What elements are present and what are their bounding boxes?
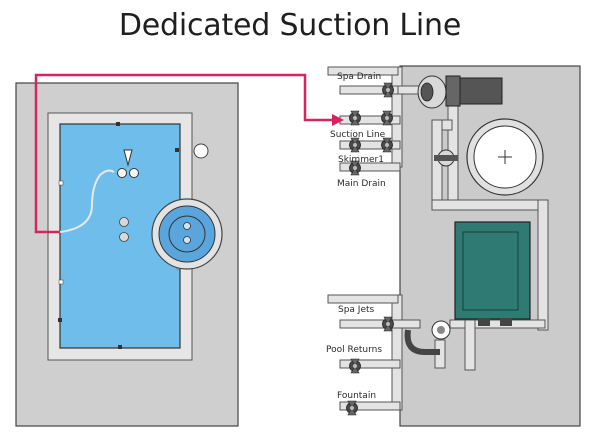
dedicated-suction-line [34,73,344,234]
pump-icon [417,75,503,109]
label-suction-line: Suction Line [330,130,386,140]
skimmer-valve-icon [349,137,361,153]
main-drain-icon [119,232,129,242]
spa [151,198,223,270]
diagram-title: Dedicated Suction Line [118,8,462,43]
pool-area [15,82,239,427]
filter-tank-icon [466,118,544,196]
pool-cleaner-icon [117,149,139,178]
label-skimmer: Skimmer1 [338,155,384,165]
skimmer-valve-icon [381,137,393,153]
skimmer-icon [193,143,209,159]
return-hose [404,329,440,355]
cleaner-hose [59,169,115,233]
equipment-pad [327,65,581,427]
main-drain-icon [119,217,129,227]
label-fountain: Fountain [337,391,376,401]
arrow-head-icon [332,114,344,126]
multiport-valve-icon [434,149,458,167]
heater-icon [454,221,531,326]
return-valve-icon [431,320,451,340]
label-spa-jets: Spa Jets [338,305,375,315]
label-main-drain: Main Drain [337,179,386,189]
label-spa-drain: Spa Drain [337,72,381,82]
label-pool-returns: Pool Returns [326,345,382,355]
